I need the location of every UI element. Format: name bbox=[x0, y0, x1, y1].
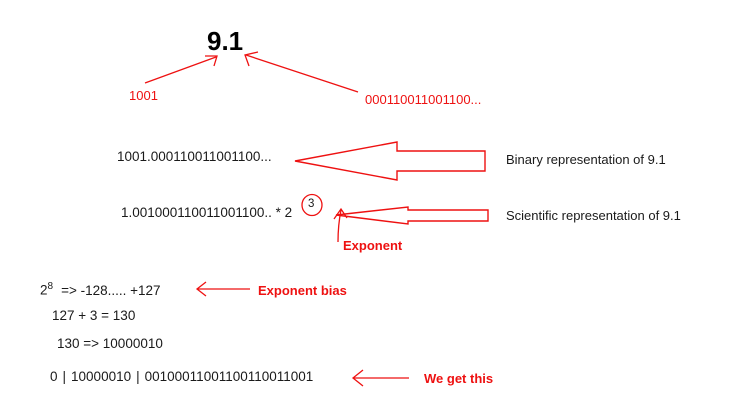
result-separator-2: | bbox=[136, 369, 140, 384]
scientific-exponent-value: 3 bbox=[308, 198, 315, 210]
bias-convert-line: 130 => 10000010 bbox=[57, 336, 163, 351]
exponent-circle-icon bbox=[301, 193, 323, 217]
page-title: 9.1 bbox=[207, 26, 244, 56]
bias-pointer-icon bbox=[195, 281, 250, 297]
bias-range-line: 28 => -128..... +127 bbox=[40, 281, 161, 298]
scientific-representation-value: 1.001000110011001100.. * 2 bbox=[121, 205, 293, 220]
scientific-representation-caption: Scientific representation of 9.1 bbox=[506, 208, 681, 223]
bias-range: => -128..... +127 bbox=[61, 282, 161, 298]
top-right-label: 000110011001100... bbox=[365, 92, 482, 107]
top-left-label: 1001 bbox=[129, 88, 158, 103]
result-sign: 0 bbox=[50, 369, 58, 384]
binary-representation-caption: Binary representation of 9.1 bbox=[506, 152, 666, 167]
block-arrow-scientific-icon bbox=[335, 206, 489, 225]
bias-power: 8 bbox=[47, 281, 54, 292]
result-exponent: 10000010 bbox=[71, 369, 132, 384]
arrow-to-title-right-line bbox=[245, 54, 359, 93]
exponent-label: Exponent bbox=[343, 238, 403, 253]
result-mantissa: 00100011001100110011001 bbox=[144, 369, 314, 384]
result-separator-1: | bbox=[62, 369, 67, 384]
arrow-to-title-left-head bbox=[205, 55, 218, 67]
bias-sum-line: 127 + 3 = 130 bbox=[52, 308, 136, 323]
arrow-to-title-left-line bbox=[144, 56, 217, 84]
result-label: We get this bbox=[424, 371, 494, 386]
bias-base: 2 bbox=[40, 282, 48, 298]
final-result-line: 0 | 10000010 | 00100011001100110011001 bbox=[50, 369, 313, 384]
result-pointer-icon bbox=[351, 369, 409, 387]
binary-representation-value: 1001.000110011001100... bbox=[117, 149, 272, 164]
bias-label: Exponent bias bbox=[258, 283, 347, 298]
arrow-to-title-right-head bbox=[244, 51, 259, 67]
block-arrow-binary-icon bbox=[294, 141, 486, 181]
